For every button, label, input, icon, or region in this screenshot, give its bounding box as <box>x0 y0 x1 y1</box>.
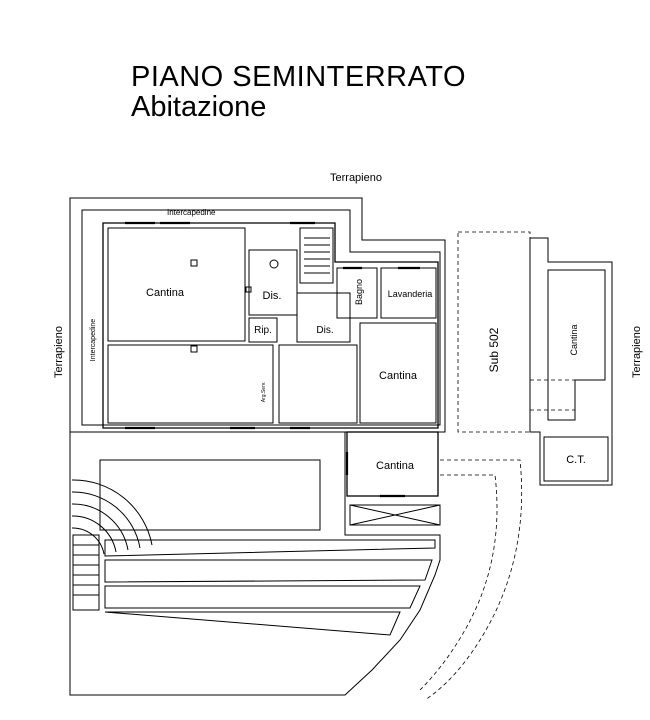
label-lavanderia: Lavanderia <box>388 289 433 299</box>
room-cantina-main <box>107 227 246 342</box>
label-dis-upper: Dis. <box>263 290 282 302</box>
label-cantina-main: Cantina <box>146 287 185 299</box>
ramp-inner <box>419 474 498 691</box>
page-title: PIANO SEMINTERRATO <box>131 61 467 93</box>
room-dis-upper <box>248 249 298 316</box>
ramp-outer <box>424 459 523 701</box>
label-terrapieno-top: Terrapieno <box>330 172 382 184</box>
inner-wall <box>81 209 441 426</box>
room-middle <box>278 344 358 424</box>
room-ct <box>543 436 609 482</box>
right-annex <box>529 237 613 486</box>
label-intercapedine-top: Intercapedine <box>167 208 216 217</box>
label-cantina-right: Cantina <box>379 370 418 382</box>
courtyard-outer <box>69 431 441 696</box>
label-ct: C.T. <box>566 454 586 466</box>
label-sub-502: Sub 502 <box>487 327 501 372</box>
garden-bed <box>99 459 321 531</box>
sub-502-zone <box>457 231 531 433</box>
label-terrapieno-right: Terrapieno <box>631 326 643 378</box>
label-small-note: Arg.Serv. <box>261 382 267 402</box>
title-block: PIANO SEMINTERRATO Abitazione <box>131 62 466 122</box>
room-rip <box>248 317 278 343</box>
label-cantina-lower: Cantina <box>376 460 415 472</box>
room-lower-left <box>107 344 274 424</box>
room-cantina-right <box>359 322 437 424</box>
label-cantina-far-right: Cantina <box>569 324 579 355</box>
label-terrapieno-left: Terrapieno <box>53 326 65 378</box>
label-bagno: Bagno <box>354 279 364 305</box>
main-block <box>102 222 439 429</box>
label-rip: Rip. <box>254 325 272 336</box>
label-dis-lower: Dis. <box>316 325 333 336</box>
page-subtitle: Abitazione <box>131 91 267 123</box>
label-intercapedine-left: Intercapedine <box>90 319 97 362</box>
stair-area <box>299 227 334 284</box>
